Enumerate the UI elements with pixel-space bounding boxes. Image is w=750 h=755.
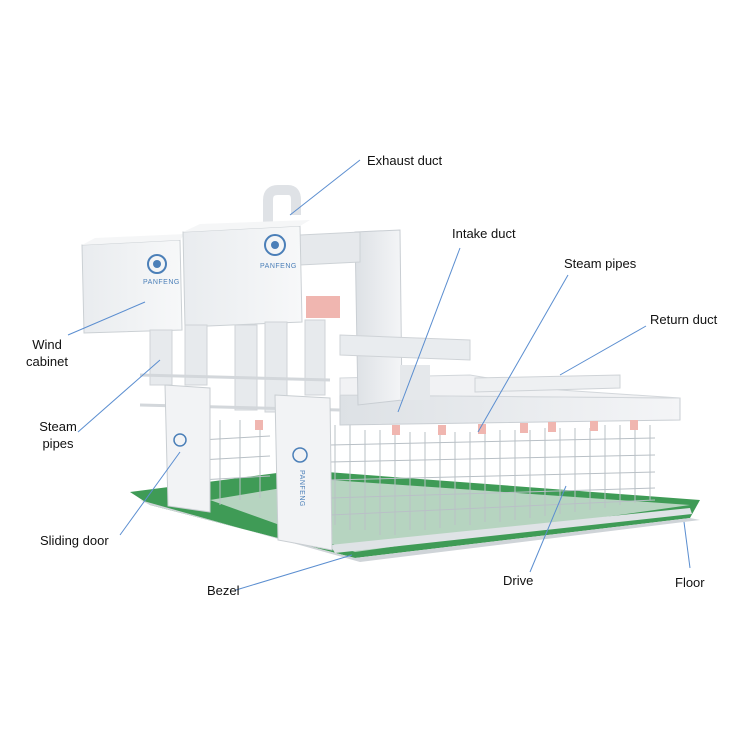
label-sliding-door: Sliding door [40,532,109,549]
sliding-door-left [165,385,210,512]
label-intake-duct: Intake duct [452,225,516,242]
label-steam-pipes-right: Steam pipes [564,255,636,272]
label-wind-cabinet-line1: Wind [26,336,68,353]
leader-steam-pipes-left [78,360,160,432]
leader-exhaust-duct [290,160,360,215]
duct-damper [306,296,340,318]
logo-text-left: PANFENG [143,279,180,286]
label-steam-pipes-left: Steam pipes [38,418,78,452]
label-bezel: Bezel [207,582,240,599]
wind-cabinet-left: PANFENG [82,234,185,333]
floor-base [130,470,700,562]
sliding-door-right: PANFENG [275,395,332,550]
label-steam-pipes-left-line2: pipes [38,435,78,452]
return-duct [475,375,620,392]
label-drive: Drive [503,572,533,589]
label-return-duct: Return duct [650,311,717,328]
leader-return-duct [560,326,646,375]
logo-text-door: PANFENG [298,470,305,507]
label-wind-cabinet: Wind cabinet [26,336,68,370]
label-wind-cabinet-line2: cabinet [26,353,68,370]
label-floor: Floor [675,574,705,591]
label-exhaust-duct: Exhaust duct [367,152,442,169]
logo-text-right: PANFENG [260,263,297,270]
leader-bezel [236,555,352,590]
leader-floor [684,522,690,568]
wind-cabinet-right: PANFENG [183,220,310,327]
label-steam-pipes-left-line1: Steam [38,418,78,435]
